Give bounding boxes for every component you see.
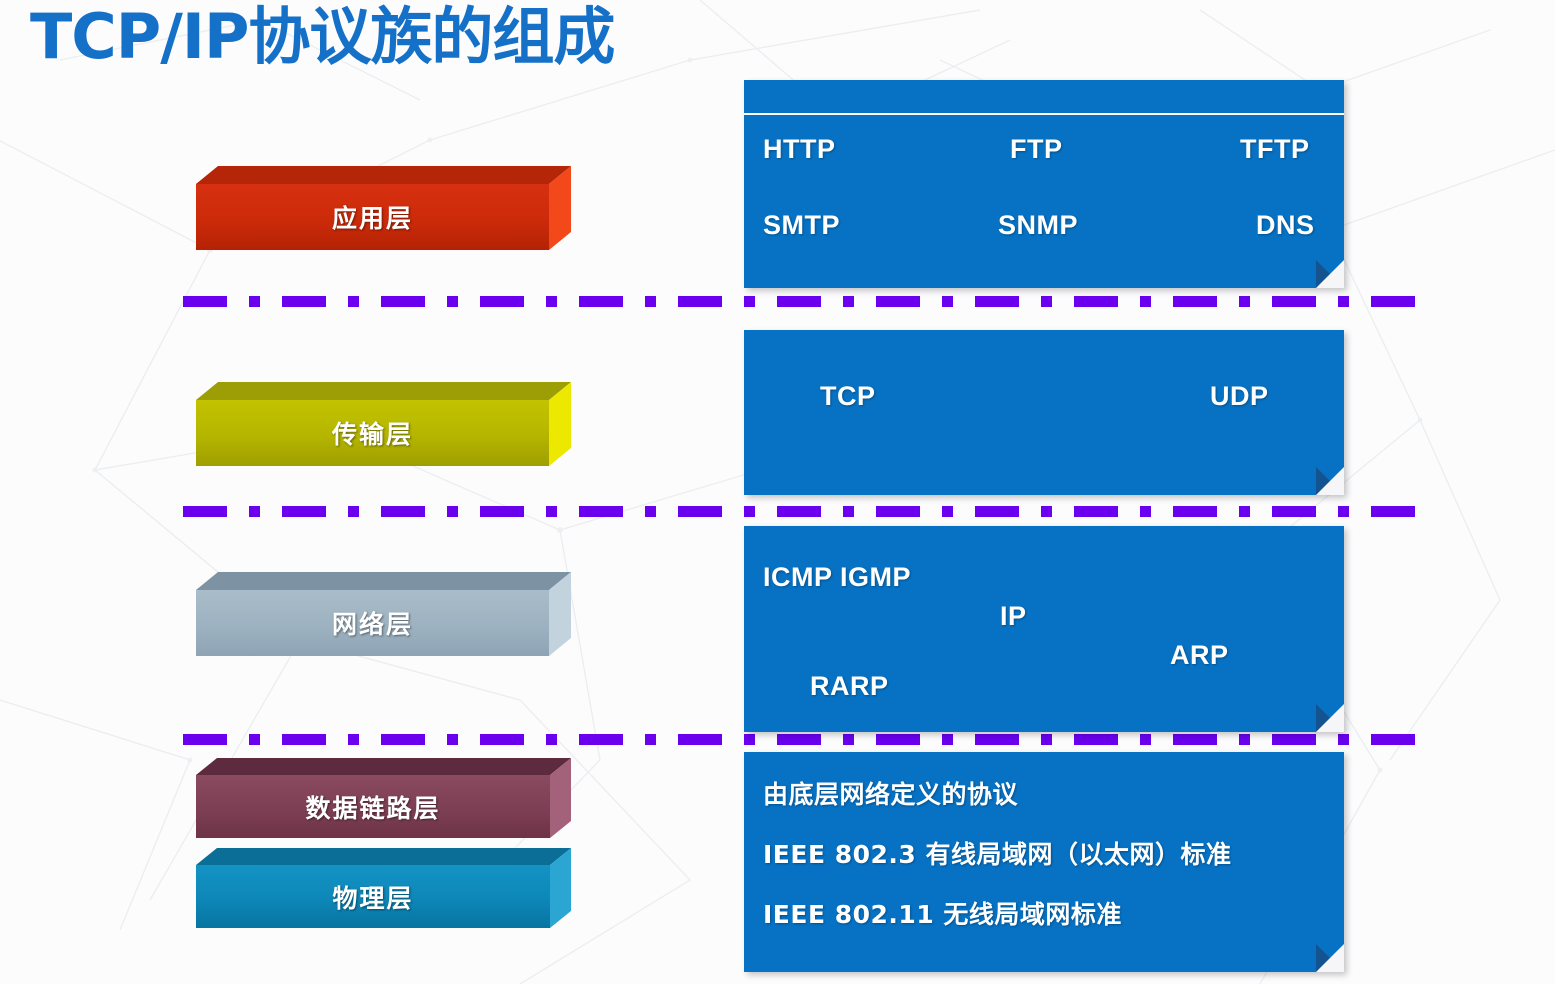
panel-divider <box>744 113 1344 115</box>
separator-transport-network <box>183 506 1435 517</box>
link-physical-line-3: IEEE 802.11 无线局域网标准 <box>763 900 1122 929</box>
protocol-http: HTTP <box>763 134 836 164</box>
panel-corner-cut <box>1316 944 1344 972</box>
layer-label-datalink: 数据链路层 <box>305 793 441 823</box>
protocol-udp: UDP <box>1210 381 1269 411</box>
protocol-arp: ARP <box>1170 640 1229 670</box>
separator-network-datalink <box>183 734 1435 745</box>
protocol-snmp: SNMP <box>998 210 1079 240</box>
layer-label-transport: 传输层 <box>331 420 413 449</box>
panel-corner-cut <box>1316 467 1344 495</box>
protocol-ftp: FTP <box>1010 134 1063 164</box>
protocol-panel-link-physical[interactable]: 由底层网络定义的协议 IEEE 802.3 有线局域网（以太网）标准 IEEE … <box>744 752 1344 972</box>
protocol-tcp: TCP <box>820 381 876 411</box>
page-title: TCP/IP协议族的组成 <box>30 0 615 73</box>
protocol-tftp: TFTP <box>1240 134 1310 164</box>
layer-box-datalink[interactable]: 数据链路层 <box>196 758 571 838</box>
panel-corner-cut <box>1316 260 1344 288</box>
layer-box-transport[interactable]: 传输层 <box>196 382 571 467</box>
layer-box-network[interactable]: 网络层 <box>196 572 571 657</box>
layer-label-network: 网络层 <box>331 610 413 639</box>
link-physical-line-2: IEEE 802.3 有线局域网（以太网）标准 <box>763 840 1232 869</box>
layer-box-physical[interactable]: 物理层 <box>196 848 571 928</box>
link-physical-line-1: 由底层网络定义的协议 <box>763 780 1019 809</box>
layer-label-application: 应用层 <box>331 204 413 233</box>
layer-label-physical: 物理层 <box>332 883 414 913</box>
protocol-panel-network[interactable]: ICMP IGMP IP ARP RARP <box>744 526 1344 732</box>
protocol-panel-application[interactable]: HTTP FTP TFTP SMTP SNMP DNS <box>744 80 1344 288</box>
protocol-ip: IP <box>1000 601 1027 631</box>
protocol-icmp-igmp: ICMP IGMP <box>763 562 912 592</box>
protocol-smtp: SMTP <box>763 210 841 240</box>
protocol-panel-transport[interactable]: TCP UDP <box>744 330 1344 495</box>
panel-corner-cut <box>1316 704 1344 732</box>
protocol-dns: DNS <box>1256 210 1315 240</box>
protocol-rarp: RARP <box>810 671 889 701</box>
layer-box-application[interactable]: 应用层 <box>196 166 571 251</box>
separator-application-transport <box>183 296 1435 307</box>
